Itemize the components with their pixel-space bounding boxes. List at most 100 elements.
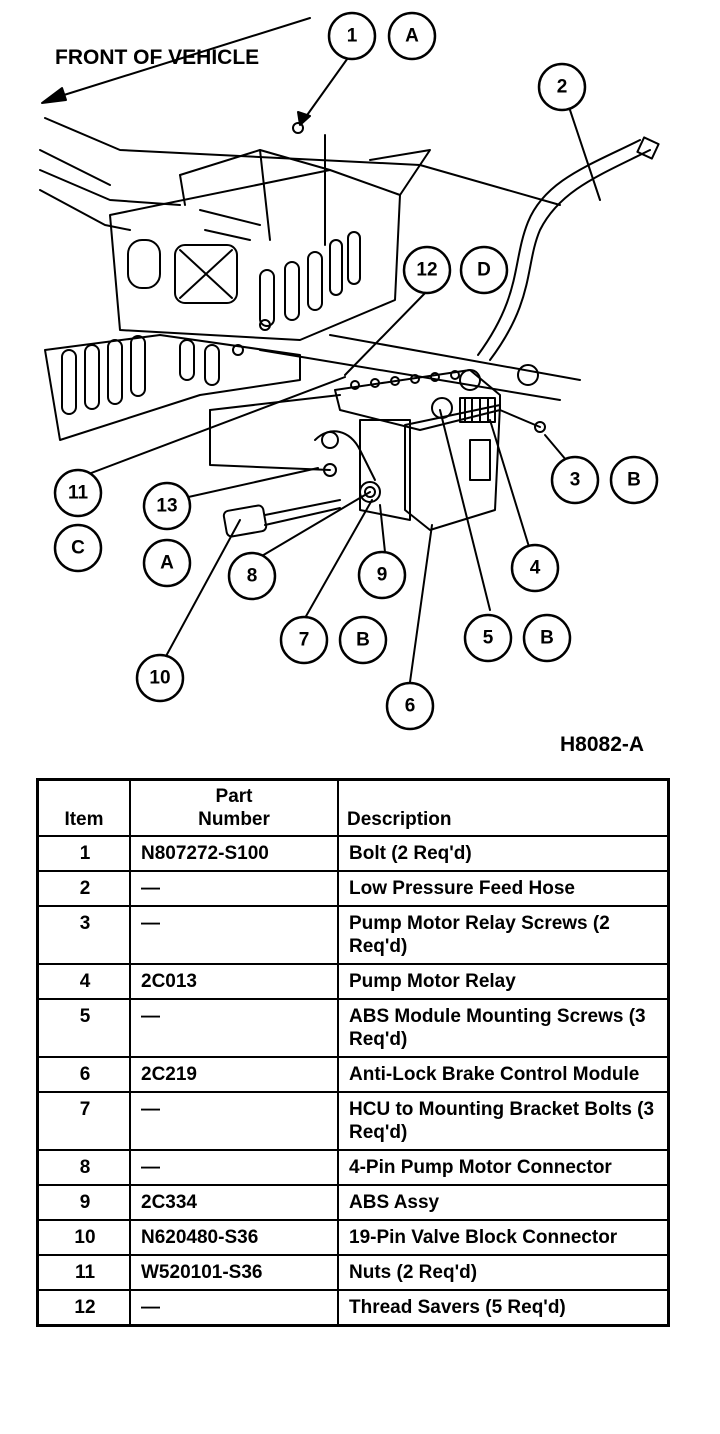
fastener-bolt-top (292, 122, 326, 246)
cell-item: 6 (36, 1056, 131, 1093)
cell-item: 8 (36, 1149, 131, 1186)
callout-label: 12 (416, 260, 437, 281)
callout-circle (459, 245, 509, 295)
figure-id: H8082-A (560, 733, 645, 756)
cell-item: 11 (36, 1254, 131, 1291)
callout-circle (609, 455, 659, 505)
cell-part-number: — (129, 905, 339, 965)
callout-c2: 2 (537, 62, 587, 112)
callout-cA1: A (387, 11, 437, 61)
callout-label: A (160, 553, 174, 574)
callout-label: 9 (377, 565, 388, 586)
callout-c6: 6 (385, 681, 435, 731)
mounting-bracket (109, 149, 431, 356)
cell-item: 1 (36, 835, 131, 872)
callout-c10: 10 (135, 653, 185, 703)
table-row: 8—4-Pin Pump Motor Connector (36, 1149, 670, 1186)
cell-description: ABS Assy (337, 1184, 670, 1221)
cell-item: 4 (36, 963, 131, 1000)
callout-circle (537, 62, 587, 112)
cell-description: HCU to Mounting Bracket Bolts (3 Req'd) (337, 1091, 670, 1151)
table-row: 3—Pump Motor Relay Screws (2 Req'd) (36, 905, 670, 965)
callout-label: 4 (530, 558, 541, 579)
cell-part-number: 2C334 (129, 1184, 339, 1221)
abs-assembly (334, 364, 539, 531)
cell-part-number: 2C013 (129, 963, 339, 1000)
callout-c5: 5 (463, 613, 513, 663)
callout-label: 1 (347, 26, 358, 47)
callout-label: 2 (557, 77, 568, 98)
callout-label: 6 (405, 696, 416, 717)
callout-label: 8 (247, 566, 258, 587)
table-row: 5—ABS Module Mounting Screws (3 Req'd) (36, 998, 670, 1058)
pump-connector-assembly (314, 430, 381, 503)
callout-circle (463, 613, 513, 663)
callout-label: B (356, 630, 370, 651)
cell-part-number: N620480-S36 (129, 1219, 339, 1256)
frame-rail (39, 117, 581, 401)
cell-item: 5 (36, 998, 131, 1058)
callout-circle (402, 245, 452, 295)
cell-part-number: 2C219 (129, 1056, 339, 1093)
callout-cA2: A (142, 538, 192, 588)
cell-description: 4-Pin Pump Motor Connector (337, 1149, 670, 1186)
table-row: 12—Thread Savers (5 Req'd) (36, 1289, 670, 1327)
callout-label: 7 (299, 630, 310, 651)
cell-description: Anti-Lock Brake Control Module (337, 1056, 670, 1093)
cell-description: Bolt (2 Req'd) (337, 835, 670, 872)
callout-cB1: B (609, 455, 659, 505)
cell-description: 19-Pin Valve Block Connector (337, 1219, 670, 1256)
callout-circle (53, 523, 103, 573)
callout-c4: 4 (510, 543, 560, 593)
callout-c8: 8 (227, 551, 277, 601)
callout-circle (550, 455, 600, 505)
callout-label: 11 (68, 483, 89, 504)
callout-label: B (627, 470, 641, 491)
valve-block-connector (222, 499, 341, 538)
callout-cB2: B (338, 615, 388, 665)
callout-circle (387, 11, 437, 61)
fastener-screw-relay (499, 409, 546, 433)
callout-cC: C (53, 523, 103, 573)
cell-description: Low Pressure Feed Hose (337, 870, 670, 907)
callout-label: 13 (156, 496, 177, 517)
leader-lines (77, 54, 601, 683)
callout-circle (135, 653, 185, 703)
header-item: Item (36, 778, 131, 837)
callout-label: 10 (149, 668, 170, 689)
callout-circle (53, 468, 103, 518)
cell-item: 3 (36, 905, 131, 965)
cell-part-number: N807272-S100 (129, 835, 339, 872)
callout-c12: 12 (402, 245, 452, 295)
callout-label: 3 (570, 470, 581, 491)
callout-circle (522, 613, 572, 663)
callout-circle (142, 481, 192, 531)
front-of-vehicle-label: FRONT OF VEHICLE (55, 46, 259, 69)
callout-label: C (71, 538, 85, 559)
cell-item: 9 (36, 1184, 131, 1221)
header-description: Description (337, 778, 670, 837)
table-row: 2—Low Pressure Feed Hose (36, 870, 670, 907)
callout-cB3: B (522, 613, 572, 663)
cell-part-number: — (129, 1289, 339, 1327)
cell-part-number: — (129, 1091, 339, 1151)
callout-circle (338, 615, 388, 665)
lower-bracket-plate (44, 334, 301, 441)
callout-c7: 7 (279, 615, 329, 665)
exploded-diagram: FRONT OF VEHICLE 1A212D3B1113CA8947B5B10… (39, 11, 660, 731)
cell-part-number: — (129, 998, 339, 1058)
bracket-box (209, 409, 331, 471)
low-pressure-feed-hose (477, 136, 660, 361)
table-header-row: Item Part Number Description (36, 778, 670, 837)
callout-label: D (477, 260, 491, 281)
cell-part-number: — (129, 870, 339, 907)
callout-c13: 13 (142, 481, 192, 531)
cell-description: Pump Motor Relay (337, 963, 670, 1000)
cell-description: Nuts (2 Req'd) (337, 1254, 670, 1291)
